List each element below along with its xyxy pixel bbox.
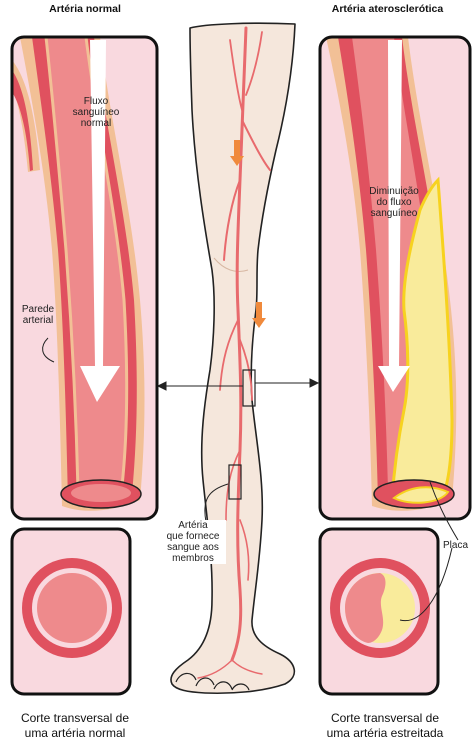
atherosclerotic-artery-panel <box>320 37 470 519</box>
label-normal-flow: Fluxo sanguíneo normal <box>68 96 124 129</box>
label-reduced-flow: Diminuição do fluxo sanguíneo <box>362 186 426 219</box>
leg-illustration <box>171 23 295 693</box>
caption-narrowed-cross-section: Corte transversal de uma artéria estreit… <box>300 711 470 741</box>
normal-cross-section <box>12 529 130 694</box>
caption-normal-cross-section: Corte transversal de uma artéria normal <box>0 711 150 741</box>
label-plaque: Placa <box>443 540 475 551</box>
leg-shape <box>171 23 295 693</box>
label-leg-artery: Artéria que fornece sangue aos membros <box>160 520 226 564</box>
label-artery-wall: Parede arterial <box>18 304 58 326</box>
narrowed-cross-section <box>320 529 438 694</box>
